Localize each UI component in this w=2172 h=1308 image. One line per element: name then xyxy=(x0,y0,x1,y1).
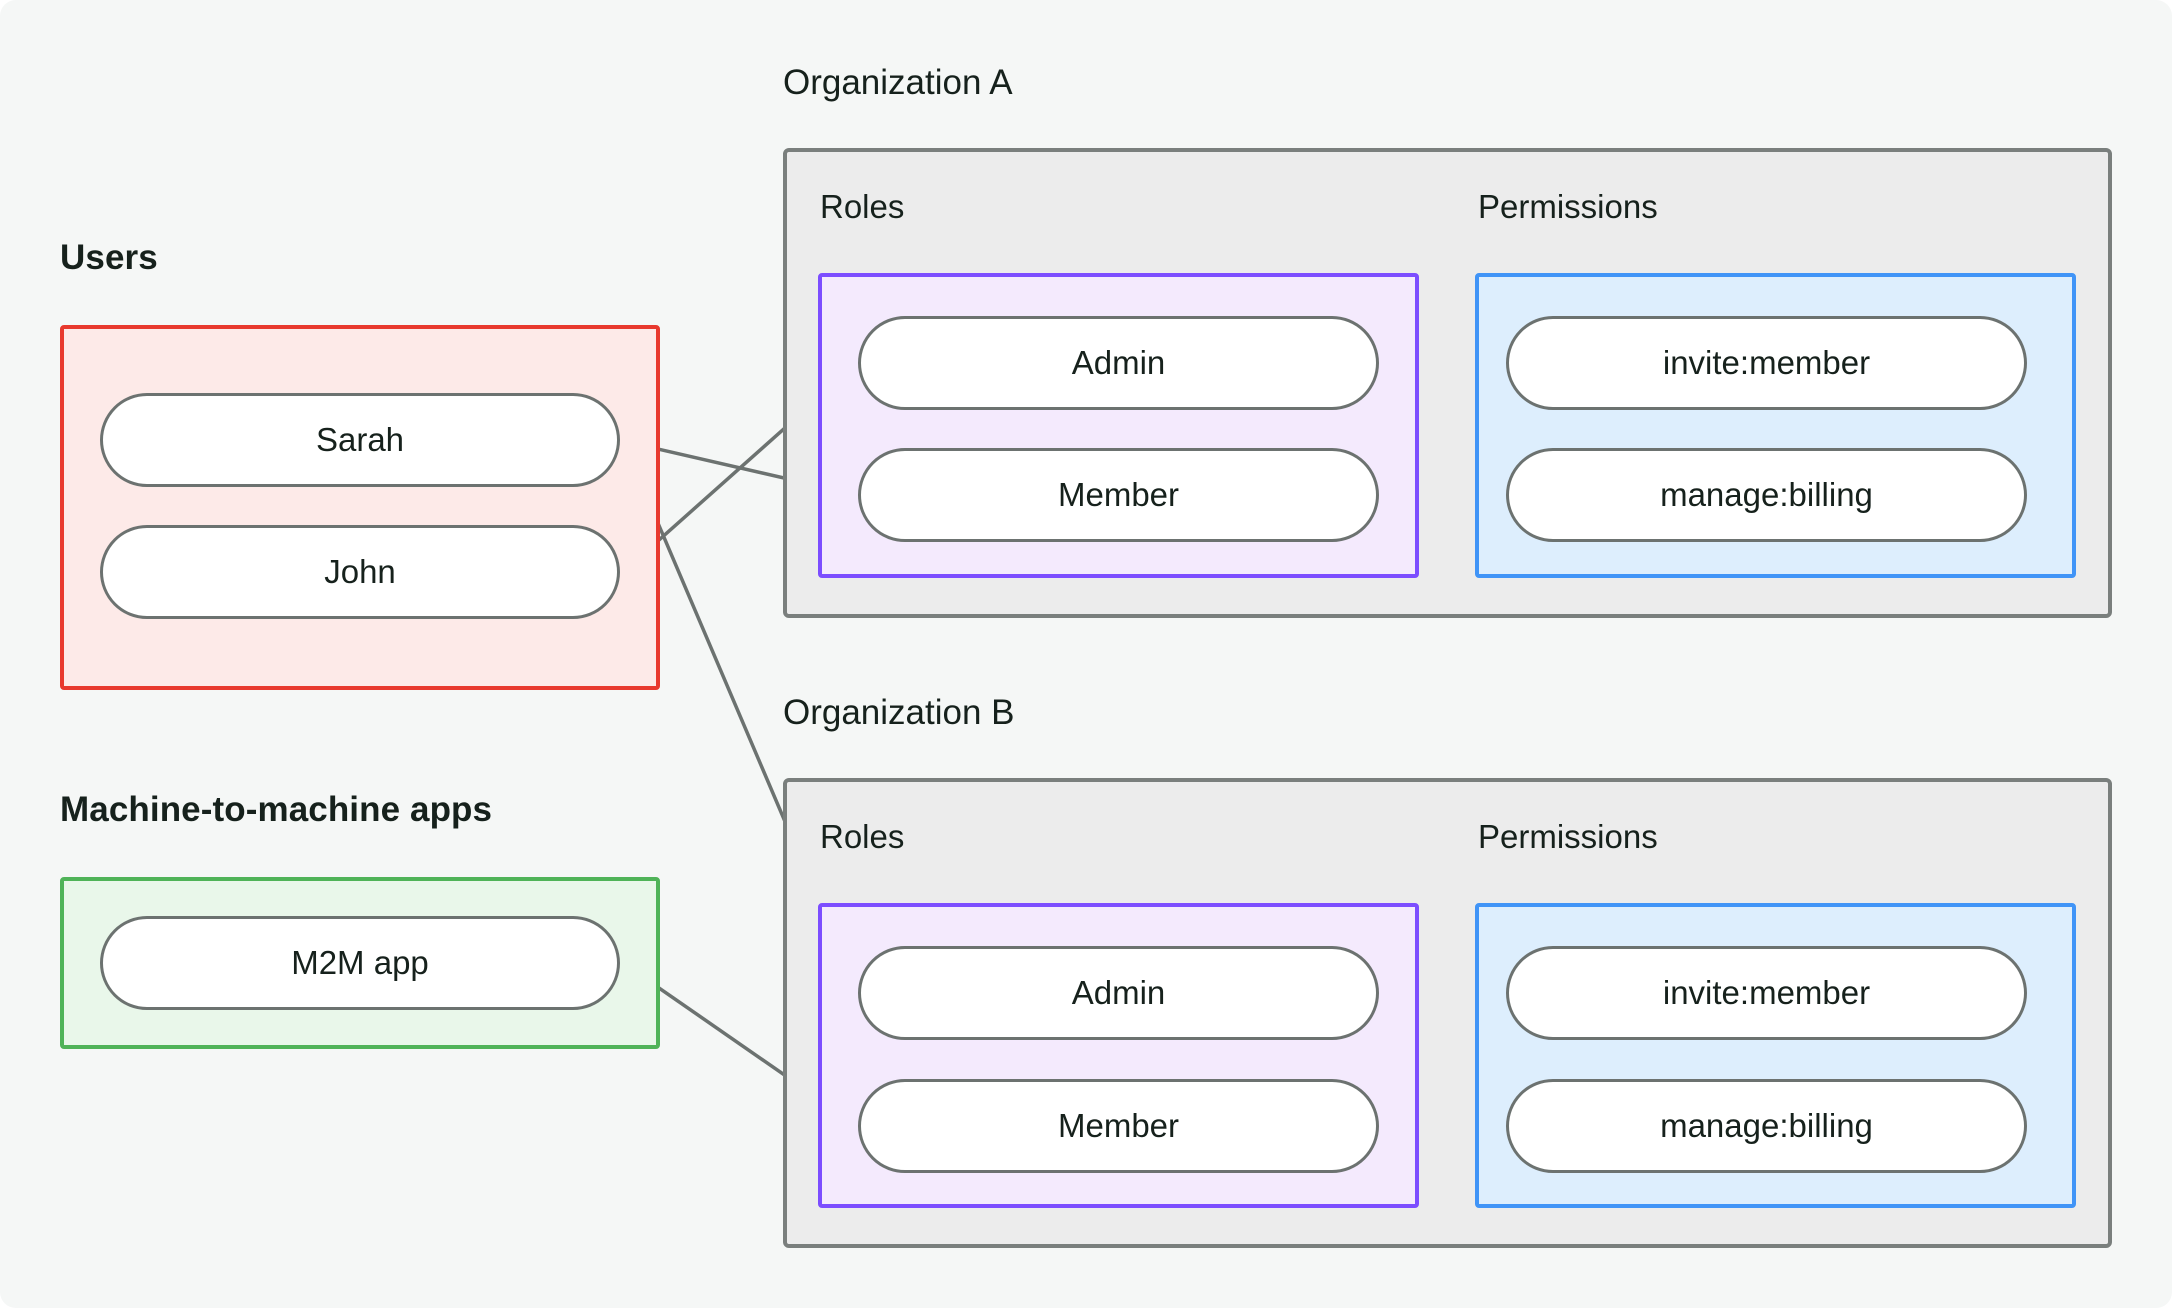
org-b-roles-label: Roles xyxy=(820,818,905,855)
org-b-role-member[interactable]: Member xyxy=(858,1079,1379,1173)
org-b-role-admin[interactable]: Admin xyxy=(858,946,1379,1040)
org-a-heading: Organization A xyxy=(783,63,1013,102)
user-node-john[interactable]: John xyxy=(100,525,620,619)
m2m-group-heading: Machine-to-machine apps xyxy=(60,790,493,829)
org-b-permissions-label: Permissions xyxy=(1478,818,1658,855)
org-a-role-admin[interactable]: Admin xyxy=(858,316,1379,410)
org-b-heading: Organization B xyxy=(783,693,1015,732)
user-node-sarah[interactable]: Sarah xyxy=(100,393,620,487)
org-a-permissions-label: Permissions xyxy=(1478,188,1658,225)
org-a-roles-label: Roles xyxy=(820,188,905,225)
org-a-permission-manage-billing[interactable]: manage:billing xyxy=(1506,448,2027,542)
users-group-heading: Users xyxy=(60,238,158,277)
org-b-permission-manage-billing[interactable]: manage:billing xyxy=(1506,1079,2027,1173)
org-a-permission-invite-member[interactable]: invite:member xyxy=(1506,316,2027,410)
m2m-node-app[interactable]: M2M app xyxy=(100,916,620,1010)
org-a-role-member[interactable]: Member xyxy=(858,448,1379,542)
org-b-permission-invite-member[interactable]: invite:member xyxy=(1506,946,2027,1040)
users-group-box xyxy=(60,325,660,690)
